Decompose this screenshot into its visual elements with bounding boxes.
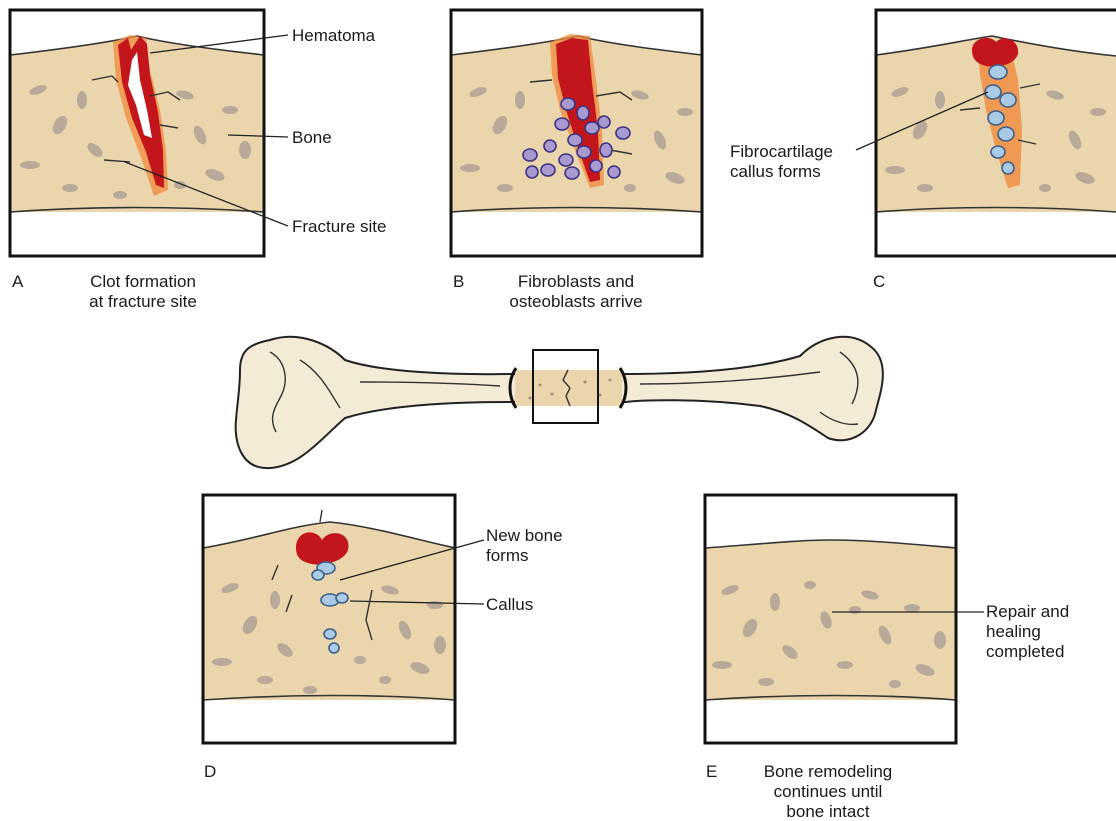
caption-e-line-1: Bone remodeling (764, 762, 893, 781)
long-bone-illustration (236, 337, 883, 468)
label-new-bone-line-2: forms (486, 546, 529, 565)
panel-letter-d: D (204, 762, 216, 781)
panel-d-bone-section (203, 510, 455, 700)
panel-e: Repair and healing completed E Bone remo… (705, 495, 1069, 821)
panel-e-bone-section (705, 540, 956, 700)
panel-c-bone-section (876, 36, 1116, 212)
panel-b: B Fibroblasts and osteoblasts arrive (451, 10, 702, 311)
label-fibrocartilage-line-1: Fibrocartilage (730, 142, 833, 161)
caption-a-line-1: Clot formation (90, 272, 196, 291)
caption-b-line-1: Fibroblasts and (518, 272, 634, 291)
panel-letter-b: B (453, 272, 464, 291)
panel-b-bone-section (451, 34, 702, 212)
caption-e-line-3: bone intact (786, 802, 869, 821)
label-repair-line-1: Repair and (986, 602, 1069, 621)
label-callus: Callus (486, 595, 533, 614)
label-repair-line-2: healing (986, 622, 1041, 641)
label-hematoma: Hematoma (292, 26, 376, 45)
panel-a: Hematoma Bone Fracture site A Clot forma… (10, 10, 386, 311)
panel-c: Fibrocartilage callus forms C (730, 10, 1116, 291)
panel-letter-c: C (873, 272, 885, 291)
label-bone: Bone (292, 128, 332, 147)
label-repair-line-3: completed (986, 642, 1064, 661)
panel-letter-a: A (12, 272, 24, 291)
panel-a-bone-section (10, 35, 264, 212)
panel-d: New bone forms Callus D (203, 495, 563, 781)
panel-letter-e: E (706, 762, 717, 781)
caption-a-line-2: at fracture site (89, 292, 197, 311)
label-fracture-site: Fracture site (292, 217, 386, 236)
label-new-bone-line-1: New bone (486, 526, 563, 545)
caption-e-line-2: continues until (774, 782, 883, 801)
caption-b-line-2: osteoblasts arrive (509, 292, 642, 311)
label-fibrocartilage-line-2: callus forms (730, 162, 821, 181)
